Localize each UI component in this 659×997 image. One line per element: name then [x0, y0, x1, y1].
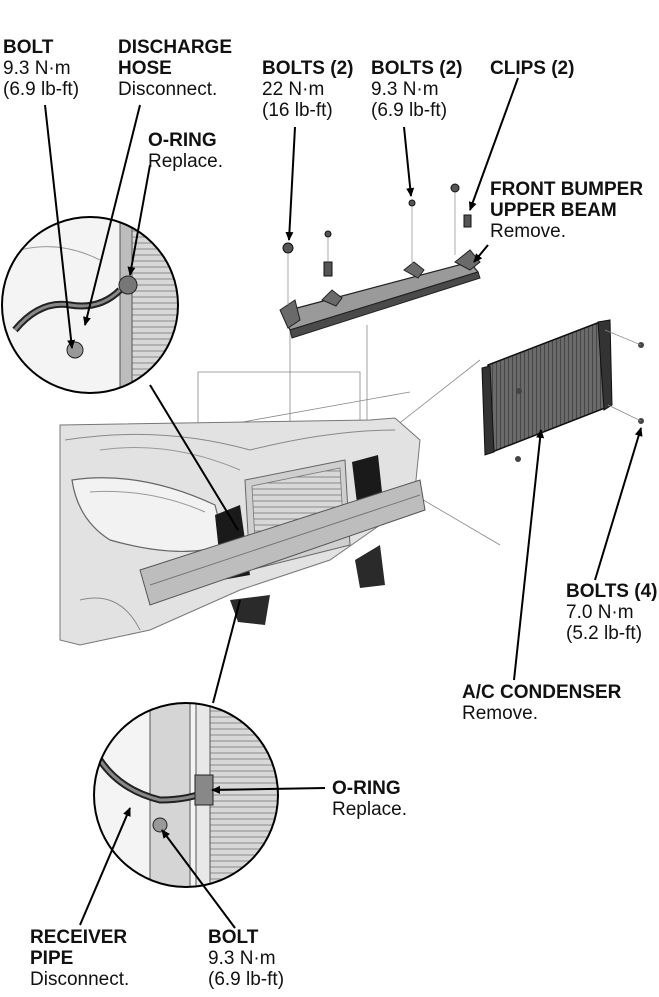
- bolt-top-torque-nm: 9.3 N·m: [3, 58, 71, 79]
- label-bolts2-a: BOLTS (2) 22 N·m (16 lb-ft): [262, 58, 353, 121]
- bolts2-a-torque-nm: 22 N·m: [262, 79, 325, 100]
- bolts2-a-torque-lbft: (16 lb-ft): [262, 100, 333, 121]
- discharge-hose-title-1: DISCHARGE: [118, 37, 233, 58]
- label-bolt-bottom: BOLT 9.3 N·m (6.9 lb-ft): [208, 927, 284, 990]
- headlight: [71, 477, 226, 553]
- discharge-hose-title-2: HOSE: [118, 58, 172, 79]
- ac-condenser-title: A/C CONDENSER: [462, 682, 622, 703]
- label-discharge-hose: DISCHARGE HOSE Disconnect.: [118, 37, 232, 100]
- upper-beam-part: [279, 249, 481, 339]
- lower-beam: [139, 479, 426, 606]
- vehicle-front-end: [59, 417, 426, 646]
- bolt-bottom-title: BOLT: [208, 927, 259, 948]
- label-ac-condenser: A/C CONDENSER Remove.: [462, 682, 621, 724]
- label-oring-bottom: O-RING Replace.: [332, 778, 407, 820]
- leader-detail-bottom: [212, 599, 241, 704]
- callout-arrows: [44, 77, 643, 929]
- receiver-pipe-title-1: RECEIVER: [30, 927, 128, 948]
- bolt-bottom-torque-nm: 9.3 N·m: [208, 948, 276, 969]
- receiver-pipe-title-2: PIPE: [30, 948, 74, 969]
- front-bumper-title-2: UPPER BEAM: [490, 200, 617, 221]
- leader-detail-top: [149, 384, 239, 531]
- bolts2-a-title: BOLTS (2): [262, 58, 354, 79]
- condenser-part: [481, 319, 644, 462]
- discharge-hose-action: Disconnect.: [118, 79, 218, 100]
- label-front-bumper-upper-beam: FRONT BUMPER UPPER BEAM Remove.: [490, 179, 643, 242]
- label-bolt-top: BOLT 9.3 N·m (6.9 lb-ft): [3, 37, 79, 100]
- bolts2-b-torque-lbft: (6.9 lb-ft): [371, 100, 448, 121]
- oring-top-action: Replace.: [148, 151, 223, 172]
- front-bumper-action: Remove.: [490, 221, 567, 242]
- bolts4-torque-lbft: (5.2 lb-ft): [566, 623, 643, 644]
- receiver-pipe-action: Disconnect.: [30, 969, 130, 990]
- label-receiver-pipe: RECEIVER PIPE Disconnect.: [30, 927, 129, 990]
- bolts4-torque-nm: 7.0 N·m: [566, 602, 634, 623]
- ac-condenser-action: Remove.: [462, 703, 539, 724]
- bolts2-b-title: BOLTS (2): [371, 58, 463, 79]
- label-oring-top: O-RING Replace.: [148, 130, 223, 172]
- beam-fasteners: [282, 183, 472, 277]
- label-bolts2-b: BOLTS (2) 9.3 N·m (6.9 lb-ft): [371, 58, 462, 121]
- bolts4-title: BOLTS (4): [566, 581, 658, 602]
- oring-bottom-title: O-RING: [332, 778, 401, 799]
- front-bumper-title-1: FRONT BUMPER: [490, 179, 644, 200]
- bolt-bottom-torque-lbft: (6.9 lb-ft): [208, 969, 285, 990]
- bolt-top-torque-lbft: (6.9 lb-ft): [3, 79, 80, 100]
- label-clips: CLIPS (2): [490, 58, 574, 79]
- bolt-top-title: BOLT: [3, 37, 54, 58]
- clips-title: CLIPS (2): [490, 58, 575, 79]
- oring-top-title: O-RING: [148, 130, 217, 151]
- label-bolts4: BOLTS (4) 7.0 N·m (5.2 lb-ft): [566, 581, 657, 644]
- bolts2-b-torque-nm: 9.3 N·m: [371, 79, 439, 100]
- oring-bottom-action: Replace.: [332, 799, 407, 820]
